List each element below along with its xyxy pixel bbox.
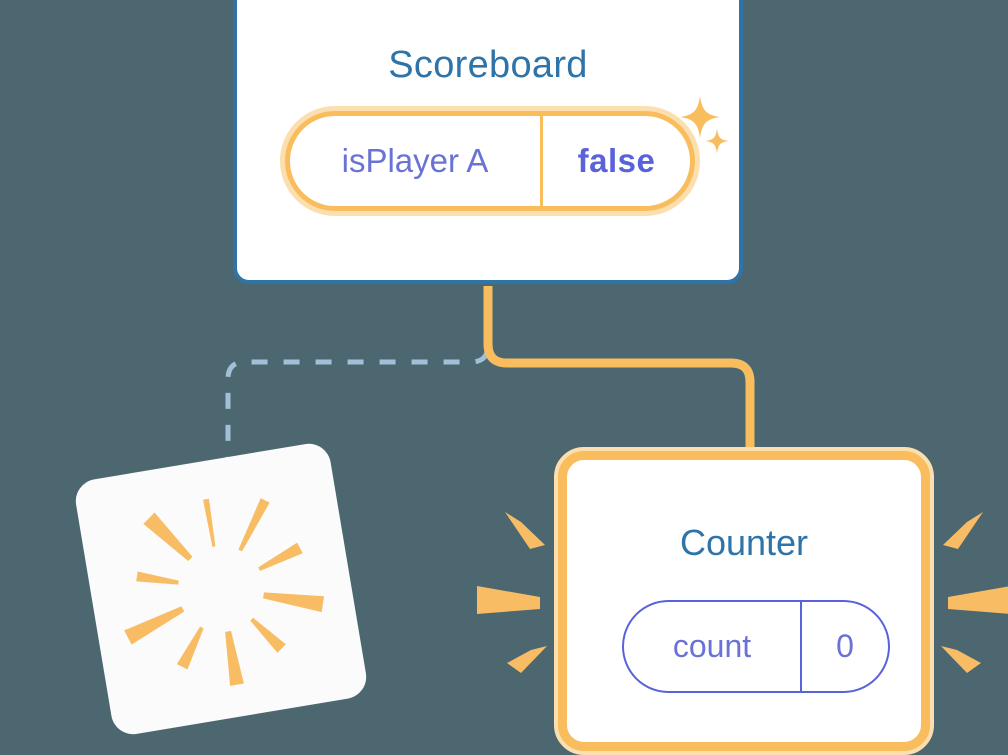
counter-ray-left-mid: [477, 586, 540, 614]
node-card-counter[interactable]: Counter count 0: [554, 447, 934, 755]
connector-scoreboard-to-counter: [483, 286, 755, 470]
scoreboard-title: Scoreboard: [388, 44, 588, 86]
blank-card-burst-icon: [124, 498, 325, 686]
scoreboard-state-value: false: [577, 142, 656, 179]
counter-ray-right-bottom: [941, 646, 981, 673]
counter-title: Counter: [679, 522, 809, 563]
counter-pill-divider: [800, 600, 802, 693]
scoreboard-state-pill[interactable]: isPlayer A false: [280, 106, 700, 216]
counter-ray-left-bottom: [507, 646, 547, 673]
connector-scoreboard-to-blank-card: [225, 288, 491, 470]
counter-ray-right-top: [943, 512, 983, 549]
sparkle-small-icon: [705, 128, 729, 154]
counter-ray-left-top: [505, 512, 545, 549]
sparkle-large-icon: [680, 96, 720, 138]
counter-state-pill[interactable]: count 0: [622, 600, 890, 693]
counter-state-value: 0: [836, 628, 854, 664]
scoreboard-pill-divider: [540, 111, 543, 211]
counter-state-key: count: [672, 628, 752, 664]
node-card-blank[interactable]: [72, 440, 370, 738]
node-card-scoreboard[interactable]: Scoreboard isPlayer A false: [233, 0, 743, 284]
counter-ray-right-mid: [948, 586, 1008, 614]
scoreboard-state-key: isPlayer A: [341, 142, 489, 179]
